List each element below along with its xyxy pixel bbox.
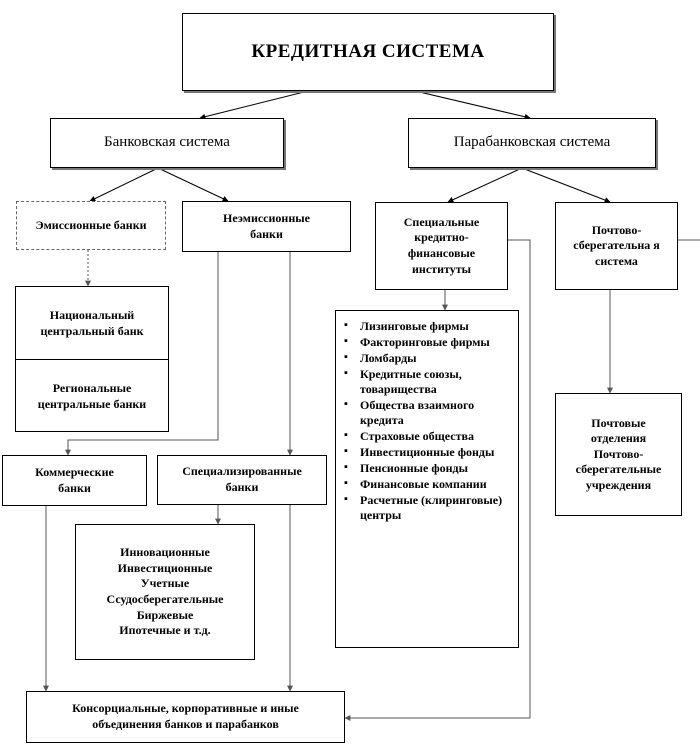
commercial-banks-box: Коммерческие банки bbox=[2, 455, 147, 506]
postal-system-label: Почтово-сберегательна я система bbox=[573, 222, 660, 268]
specialized-type: Ссудосберегательные bbox=[106, 592, 224, 606]
commercial-banks-label: Коммерческие банки bbox=[35, 464, 114, 495]
institution-item: Страховые общества bbox=[340, 429, 514, 444]
institution-item: Кредитные союзы, товарищества bbox=[340, 367, 514, 397]
central-banks-box: Национальный центральный банк Региональн… bbox=[15, 286, 169, 432]
postal-institution: Почтовые отделения bbox=[590, 415, 647, 446]
postal-institutions-box: Почтовые отделения Почтово-сберегательны… bbox=[555, 393, 682, 516]
banking-system-label: Банковская система bbox=[104, 134, 230, 151]
national-bank-cell: Национальный центральный банк bbox=[16, 287, 168, 359]
title-text: КРЕДИТНАЯ СИСТЕМА bbox=[251, 40, 485, 62]
institution-item: Инвестиционные фонды bbox=[340, 445, 514, 460]
specialized-banks-label: Специализированные банки bbox=[182, 464, 302, 494]
regional-banks-label: Региональные центральные банки bbox=[37, 380, 147, 411]
postal-system-box: Почтово-сберегательна я система bbox=[555, 202, 678, 290]
specialized-type: Биржевые bbox=[136, 607, 194, 622]
institution-item: Расчетные (клиринговые) центры bbox=[340, 493, 514, 523]
specialized-type: Ипотечные и т.д. bbox=[119, 623, 211, 638]
parabanking-system-label: Парабанковская система bbox=[453, 134, 611, 151]
special-institutions-box: Специальные кредитно-финансовые институт… bbox=[375, 202, 508, 290]
postal-institutions-list: Почтовые отделения Почтово-сберегательны… bbox=[556, 416, 681, 494]
institution-item: Финансовые компании bbox=[340, 477, 514, 492]
emission-banks-label: Эмиссионные банки bbox=[35, 217, 147, 232]
emission-banks-box: Эмиссионные банки bbox=[16, 201, 166, 250]
specialized-type: Учетные bbox=[140, 576, 190, 591]
consortia-box: Консорциальные, корпоративные и иные объ… bbox=[26, 691, 345, 743]
non-emission-banks-box: Неэмиссионные банки bbox=[182, 201, 351, 252]
regional-banks-cell: Региональные центральные банки bbox=[16, 360, 168, 432]
national-bank-label: Национальный центральный банк bbox=[40, 307, 144, 338]
specialized-type: Инновационные bbox=[120, 545, 210, 560]
credit-system-title: КРЕДИТНАЯ СИСТЕМА bbox=[182, 13, 554, 91]
postal-institution: Почтово-сберегательные учреждения bbox=[575, 446, 662, 492]
banking-system-box: Банковская система bbox=[50, 118, 284, 168]
institutions-box: Лизинговые фирмы Факторинговые фирмы Лом… bbox=[335, 310, 519, 648]
specialized-types-box: Инновационные Инвестиционные Учетные Ссу… bbox=[75, 524, 255, 660]
institutions-list: Лизинговые фирмы Факторинговые фирмы Лом… bbox=[340, 319, 514, 524]
parabanking-system-box: Парабанковская система bbox=[408, 118, 656, 168]
institution-item: Общества взаимного кредита bbox=[340, 398, 514, 428]
institution-item: Пенсионные фонды bbox=[340, 461, 514, 476]
consortia-label: Консорциальные, корпоративные и иные объ… bbox=[72, 701, 299, 731]
specialized-banks-box: Специализированные банки bbox=[157, 455, 327, 505]
non-emission-banks-label: Неэмиссионные банки bbox=[223, 210, 310, 241]
special-institutions-label: Специальные кредитно-финансовые институт… bbox=[403, 214, 480, 276]
central-banks-divider bbox=[16, 359, 168, 360]
specialized-types-list: Инновационные Инвестиционные Учетные Ссу… bbox=[107, 545, 224, 639]
institution-item: Ломбарды bbox=[340, 351, 514, 366]
specialized-type: Инвестиционные bbox=[117, 560, 213, 575]
institution-item: Лизинговые фирмы bbox=[340, 319, 514, 334]
institution-item: Факторинговые фирмы bbox=[340, 335, 514, 350]
